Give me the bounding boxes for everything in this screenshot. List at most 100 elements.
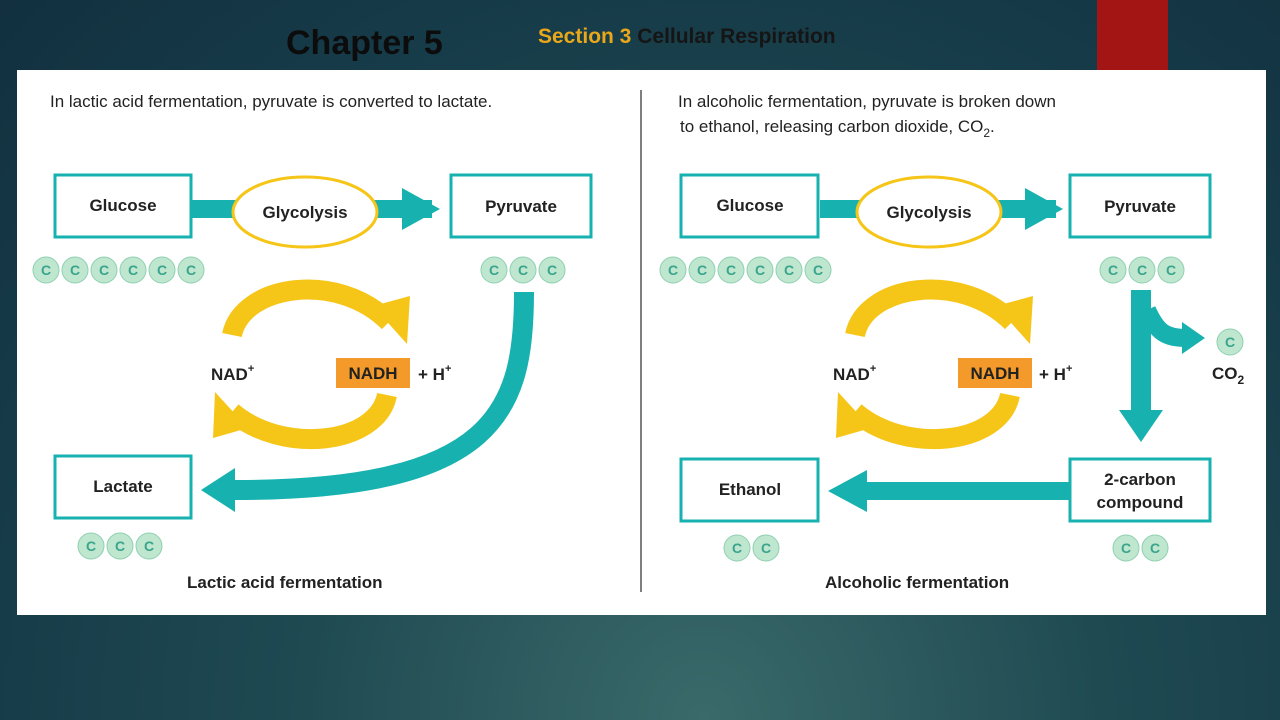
carbon-label: C bbox=[41, 262, 51, 278]
pyruvate-carbons: C C C bbox=[480, 256, 566, 284]
nadh-box bbox=[336, 358, 410, 388]
section-name: Cellular Respiration bbox=[637, 25, 836, 48]
glucose-carbons: C C C C C C bbox=[32, 256, 205, 284]
cycle-head-top bbox=[996, 296, 1033, 344]
carbon-atom bbox=[1112, 534, 1140, 562]
carbon-atom bbox=[1141, 534, 1169, 562]
lactate-box bbox=[53, 454, 193, 520]
carbon-label: C bbox=[761, 540, 771, 556]
ethanol-box bbox=[679, 457, 820, 523]
alcoholic-caption-line1: In alcoholic fermentation, pyruvate is b… bbox=[678, 92, 1056, 111]
glucose-box bbox=[53, 173, 193, 239]
carbon-label: C bbox=[726, 262, 736, 278]
carbon-atom bbox=[1157, 256, 1185, 284]
carbon-atom bbox=[1128, 256, 1156, 284]
carbon-label: C bbox=[128, 262, 138, 278]
teal-branch-head bbox=[1182, 322, 1205, 354]
carbon-atom bbox=[177, 256, 205, 284]
cycle-head-bottom bbox=[836, 392, 871, 438]
teal-arrow-head bbox=[1025, 188, 1063, 230]
cycle-arc-bottom bbox=[225, 392, 397, 449]
teal-arrow-head bbox=[402, 188, 440, 230]
carbon-atom bbox=[119, 256, 147, 284]
carbon-atom bbox=[148, 256, 176, 284]
carbon-label: C bbox=[1166, 262, 1176, 278]
carbon-atom bbox=[90, 256, 118, 284]
cycle-arc-top bbox=[222, 279, 397, 338]
carbon-label: C bbox=[1150, 540, 1160, 556]
glycolysis-label: Glycolysis bbox=[886, 203, 971, 222]
lactic-footer: Lactic acid fermentation bbox=[187, 573, 383, 592]
accent-tab bbox=[1097, 0, 1168, 72]
glucose-label: Glucose bbox=[716, 196, 783, 215]
carbon-atom bbox=[480, 256, 508, 284]
teal-curve-head bbox=[201, 468, 235, 512]
teal-down-body bbox=[1131, 290, 1151, 413]
nadh-label: NADH bbox=[348, 364, 397, 383]
co2-label: CO2 bbox=[1212, 364, 1245, 387]
pyruvate-label: Pyruvate bbox=[1104, 197, 1176, 216]
carbon-label: C bbox=[697, 262, 707, 278]
alcoholic-footer: Alcoholic fermentation bbox=[825, 573, 1009, 592]
pyruvate-box bbox=[1068, 173, 1212, 239]
carbon-atom bbox=[509, 256, 537, 284]
lactic-panel: In lactic acid fermentation, pyruvate is… bbox=[32, 92, 593, 592]
two-carbon-carbons: C C bbox=[1112, 534, 1169, 562]
carbon-atom bbox=[717, 256, 745, 284]
section-number: Section 3 bbox=[538, 25, 632, 48]
pyruvate-carbons: C C C bbox=[1099, 256, 1185, 284]
nad-label: NAD+ bbox=[833, 363, 876, 384]
carbon-atom bbox=[775, 256, 803, 284]
cycle-head-top bbox=[373, 296, 410, 344]
lactate-carbons: C C C bbox=[77, 532, 163, 560]
cycle-head-bottom bbox=[213, 392, 248, 438]
cycle-arc-bottom bbox=[848, 392, 1020, 449]
carbon-label: C bbox=[489, 262, 499, 278]
two-carbon-label-2: compound bbox=[1097, 493, 1184, 512]
carbon-label: C bbox=[186, 262, 196, 278]
carbon-atom bbox=[723, 534, 751, 562]
carbon-label: C bbox=[70, 262, 80, 278]
lactic-caption: In lactic acid fermentation, pyruvate is… bbox=[50, 92, 492, 111]
teal-curve-arrow bbox=[234, 291, 534, 500]
carbon-label: C bbox=[813, 262, 823, 278]
carbon-label: C bbox=[547, 262, 557, 278]
carbon-label: C bbox=[1121, 540, 1131, 556]
cycle-arc-top bbox=[845, 279, 1020, 338]
glucose-label: Glucose bbox=[89, 196, 156, 215]
carbon-atom bbox=[659, 256, 687, 284]
pyruvate-box bbox=[449, 173, 593, 239]
carbon-label: C bbox=[784, 262, 794, 278]
lactate-label: Lactate bbox=[93, 477, 153, 496]
carbon-atom bbox=[135, 532, 163, 560]
glycolysis-oval bbox=[231, 175, 379, 249]
glucose-box bbox=[679, 173, 820, 239]
carbon-atom bbox=[1099, 256, 1127, 284]
glycolysis-oval bbox=[855, 175, 1003, 249]
carbon-label: C bbox=[99, 262, 109, 278]
two-carbon-label-1: 2-carbon bbox=[1104, 470, 1176, 489]
carbon-label: C bbox=[144, 538, 154, 554]
plus-h-label: + H+ bbox=[1039, 363, 1072, 384]
ethanol-label: Ethanol bbox=[719, 480, 781, 499]
fermentation-figure: In lactic acid fermentation, pyruvate is… bbox=[17, 70, 1266, 615]
carbon-label: C bbox=[115, 538, 125, 554]
teal-branch bbox=[1138, 306, 1188, 347]
carbon-atom bbox=[538, 256, 566, 284]
plus-h-label: + H+ bbox=[418, 363, 451, 384]
carbon-label: C bbox=[668, 262, 678, 278]
two-carbon-box bbox=[1068, 457, 1212, 523]
carbon-atom bbox=[746, 256, 774, 284]
carbon-label: C bbox=[1108, 262, 1118, 278]
carbon-label: C bbox=[1225, 334, 1235, 350]
carbon-label: C bbox=[1137, 262, 1147, 278]
carbon-label: C bbox=[157, 262, 167, 278]
section-title: Section 3 Cellular Respiration bbox=[538, 25, 836, 49]
carbon-atom bbox=[804, 256, 832, 284]
carbon-atom bbox=[32, 256, 60, 284]
ethanol-carbons: C C bbox=[723, 534, 780, 562]
teal-left-head bbox=[828, 470, 867, 512]
carbon-atom bbox=[61, 256, 89, 284]
nadh-label: NADH bbox=[970, 364, 1019, 383]
teal-left-body bbox=[862, 482, 1070, 500]
